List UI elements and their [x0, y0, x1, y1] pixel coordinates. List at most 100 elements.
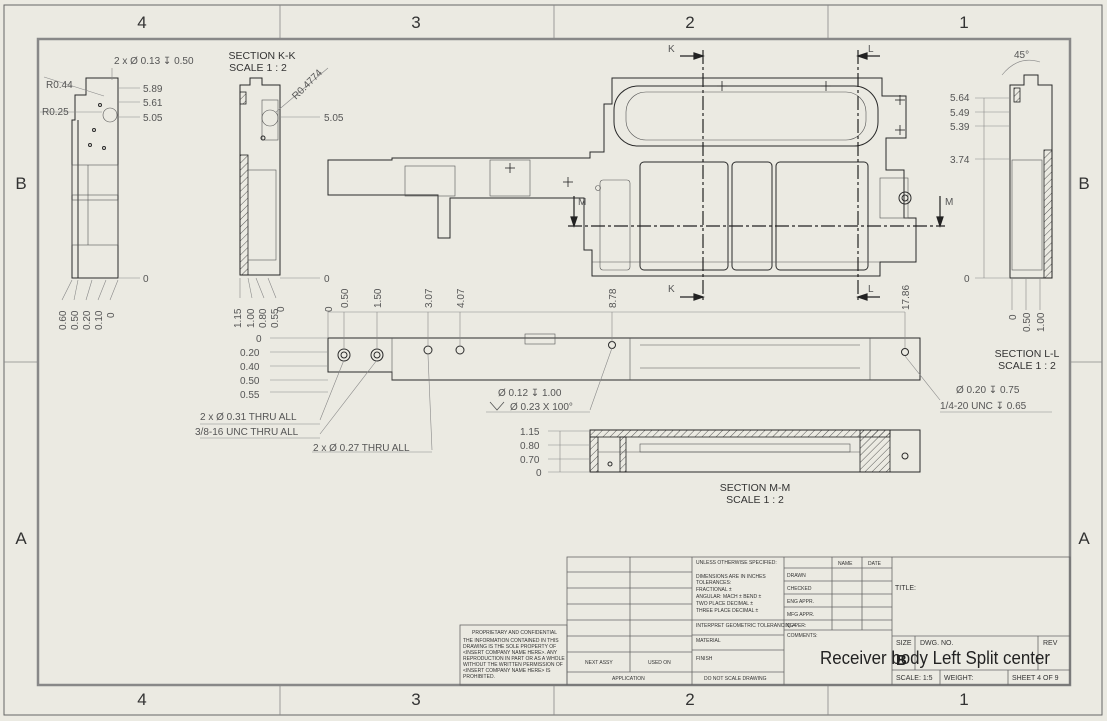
zone-bottom-4: 4 [137, 690, 146, 709]
section-mm-scale: SCALE 1 : 2 [726, 494, 784, 506]
left-hdim-060: 0.60 [58, 310, 69, 330]
bottom-callout-031: 2 x Ø 0.31 THRU ALL [200, 412, 297, 423]
bottom-leftdim-040: 0.40 [240, 362, 260, 373]
bottom-topdim-1786: 17.86 [901, 285, 912, 310]
zone-top-3: 3 [411, 13, 420, 32]
section-ll-vdim-564: 5.64 [950, 93, 970, 104]
bottom-callout-020: Ø 0.20 ↧ 0.75 [956, 385, 1020, 396]
zone-left-a: A [15, 529, 27, 548]
section-ll-vdim-0: 0 [964, 274, 970, 285]
bottom-leftdim-055: 0.55 [240, 390, 260, 401]
section-mm-view [548, 429, 921, 473]
tb-proprietary-line-5: WITHOUT THE WRITTEN PERMISSION OF [463, 662, 563, 668]
tb-finish: FINISH [696, 656, 713, 662]
cut-label-k-top: K [668, 44, 675, 55]
bottom-topdim-307: 3.07 [424, 288, 435, 308]
bottom-leftdim-020: 0.20 [240, 348, 260, 359]
tb-mfg-appr: MFG APPR. [787, 612, 814, 618]
section-ll-angle: 45° [1014, 50, 1029, 61]
section-ll-hdim-050: 0.50 [1022, 312, 1033, 332]
tb-material: MATERIAL [696, 638, 721, 644]
tb-scale: SCALE: 1:5 [896, 675, 933, 682]
tb-dwg-no: DWG. NO. [920, 640, 953, 647]
tb-size-value: B [896, 652, 907, 669]
tb-title-label: TITLE: [895, 585, 916, 592]
section-ll-view [975, 59, 1053, 310]
section-ll-vdim-374: 3.74 [950, 155, 970, 166]
section-ll-scale: SCALE 1 : 2 [998, 360, 1056, 372]
section-kk-hdim-115: 1.15 [233, 308, 244, 328]
bottom-topdim-878: 8.78 [608, 288, 619, 308]
bottom-topdim-407: 4.07 [456, 288, 467, 308]
tb-date-hdr: DATE [868, 561, 882, 567]
cut-label-l-top: L [868, 44, 874, 55]
bottom-callout-023: Ø 0.23 X 100° [510, 402, 573, 413]
bottom-leftdim-0: 0 [256, 334, 262, 345]
tb-three-place: THREE PLACE DECIMAL ± [696, 608, 759, 614]
cut-label-m-left: M [578, 197, 586, 208]
section-kk-vdim-505: 5.05 [324, 113, 344, 124]
section-kk-title: SECTION K-K [228, 50, 295, 62]
cut-label-m-right: M [945, 197, 953, 208]
tb-sheet: SHEET 4 OF 9 [1012, 675, 1059, 682]
section-mm-vdim-0: 0 [536, 468, 542, 479]
section-kk-hdim-0: 0 [276, 306, 287, 312]
bottom-leftdim-050: 0.50 [240, 376, 260, 387]
zone-left-b: B [15, 174, 26, 193]
bottom-view [200, 311, 1052, 453]
section-kk-hdim-055: 0.55 [270, 308, 281, 328]
zone-top-1: 1 [959, 13, 968, 32]
section-kk-view [239, 67, 329, 299]
cut-label-l-bottom: L [868, 284, 874, 295]
tb-tolerances: TOLERANCES: [696, 580, 731, 586]
tb-angular: ANGULAR: MACH ± BEND ± [696, 594, 761, 600]
tb-proprietary-line-3: <INSERT COMPANY NAME HERE>. ANY [463, 650, 558, 656]
zone-bottom-2: 2 [685, 690, 694, 709]
title-block [459, 556, 1071, 686]
drawing-title: Receiver body Left Split center [820, 648, 1050, 668]
section-kk-radius: R0.4774 [290, 67, 325, 102]
cut-arrows [570, 52, 944, 301]
zone-bottom-3: 3 [411, 690, 420, 709]
left-hdim-050: 0.50 [70, 310, 81, 330]
section-kk-scale: SCALE 1 : 2 [229, 62, 287, 74]
tb-proprietary-line-7: PROHIBITED. [463, 674, 495, 680]
zone-top-2: 2 [685, 13, 694, 32]
tb-checked: CHECKED [787, 586, 812, 592]
tb-dims-in: DIMENSIONS ARE IN INCHES [696, 574, 766, 580]
bottom-topdim-050: 0.50 [340, 288, 351, 308]
left-vdim-561: 5.61 [143, 98, 163, 109]
outer-frame [3, 4, 1103, 716]
left-vdim-505: 5.05 [143, 113, 163, 124]
bottom-callout-012: Ø 0.12 ↧ 1.00 [498, 388, 562, 399]
main-side-view [327, 77, 917, 277]
left-hdim-0: 0 [106, 312, 117, 318]
section-kk-hdim-080: 0.80 [258, 308, 269, 328]
left-radius-044: R0.44 [46, 80, 73, 91]
tb-comments: COMMENTS: [787, 633, 818, 639]
tb-weight: WEIGHT: [944, 675, 973, 682]
tb-proprietary-line-6: <INSERT COMPANY NAME HERE> IS [463, 668, 551, 674]
tb-rev: REV [1043, 640, 1058, 647]
section-kk-vdim-0: 0 [324, 274, 330, 285]
tb-fractional: FRACTIONAL ± [696, 587, 732, 593]
section-ll-vdim-549: 5.49 [950, 108, 970, 119]
zone-ticks [4, 5, 1102, 715]
tb-size: SIZE [896, 640, 912, 647]
tb-eng-appr: ENG APPR. [787, 599, 814, 605]
section-mm-vdim-080: 0.80 [520, 441, 540, 452]
section-ll-hdim-0: 0 [1008, 314, 1019, 320]
left-vdim-0: 0 [143, 274, 149, 285]
left-hdim-020: 0.20 [82, 310, 93, 330]
tb-do-not-scale: DO NOT SCALE DRAWING [704, 676, 767, 682]
tb-used-on: USED ON [648, 660, 671, 666]
tb-proprietary-line-4: REPRODUCTION IN PART OR AS A WHOLE [463, 656, 565, 662]
section-ll-vdim-539: 5.39 [950, 122, 970, 133]
bottom-callout-14unc: 1/4-20 UNC ↧ 0.65 [940, 401, 1027, 412]
bottom-callout-unc: 3/8-16 UNC THRU ALL [195, 427, 299, 438]
zone-top-4: 4 [137, 13, 146, 32]
left-hdim-010: 0.10 [94, 310, 105, 330]
section-mm-title: SECTION M-M [720, 482, 791, 494]
countersink-icon [489, 401, 505, 411]
